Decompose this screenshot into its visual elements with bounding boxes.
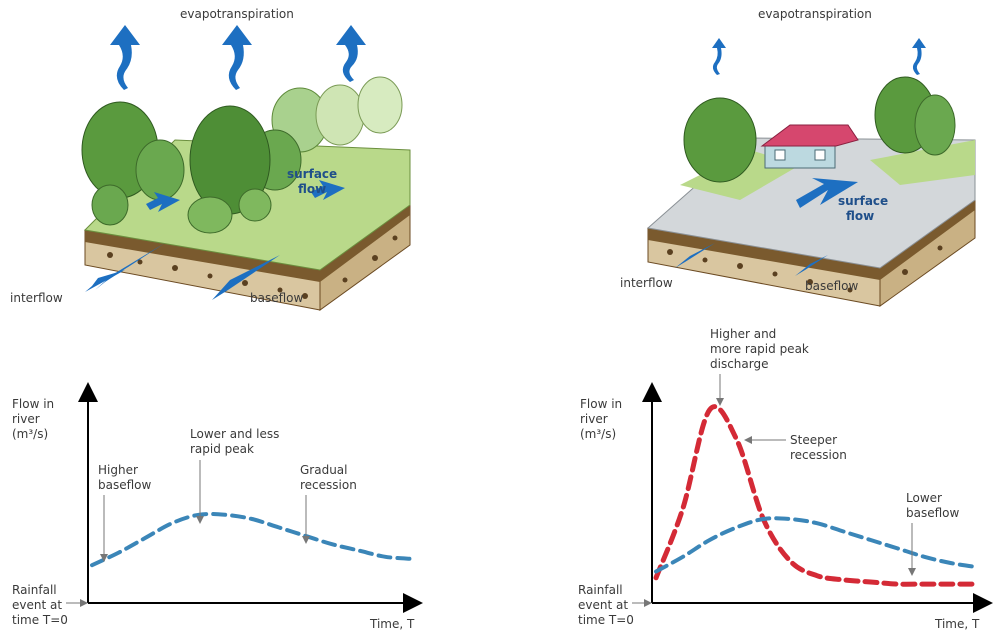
forest-pebbles (107, 235, 398, 299)
surface-flow-arrow-icon (796, 178, 858, 208)
baseflow-arrow-icon (795, 255, 828, 276)
y-axis-label-line-1: Flow in (580, 397, 622, 411)
origin-label-line-1: Rainfall (12, 583, 57, 597)
origin-label-line-2: event at (12, 598, 62, 612)
surface-flow-arrow-icon (311, 180, 345, 200)
evapo-arrow-icon (222, 25, 252, 90)
interflow-arrow-icon (78, 270, 125, 298)
baseflow-arrow-icon (222, 268, 258, 292)
forest-landscape: evapotranspiration surface flow interflo… (10, 7, 411, 311)
urban-soil-band (648, 200, 975, 280)
annotation-higher-baseflow-2: baseflow (98, 478, 152, 492)
flow-label: flow (846, 209, 874, 223)
x-axis-label: Time, T (934, 617, 980, 631)
y-axis-label-line-1: Flow in (12, 397, 54, 411)
forest-subsurface-arrows (78, 243, 280, 300)
urban-landscape: evapotranspiration surface flow interflo… (620, 7, 976, 307)
y-axis-label-line-3: (m³/s) (12, 427, 48, 441)
origin-label-line-3: time T=0 (12, 613, 68, 627)
x-axis-label: Time, T (369, 617, 415, 631)
annotation-gradual-recession-1: Gradual (300, 463, 348, 477)
evapo-label: evapotranspiration (758, 7, 872, 21)
urban-evapo-arrows (712, 38, 926, 75)
evapo-label: evapotranspiration (180, 7, 294, 21)
annotation-lower-baseflow-1: Lower (906, 491, 942, 505)
roof (760, 124, 859, 147)
forest-curves (90, 512, 414, 568)
evapo-arrow-icon (712, 38, 726, 75)
annotation-steeper-recession-2: recession (790, 448, 847, 462)
surface-label: surface (287, 167, 337, 181)
baseflow-label: baseflow (805, 279, 859, 293)
origin-label-line-3: time T=0 (578, 613, 634, 627)
urban-subsurface-arrows (675, 243, 828, 276)
evapo-arrow-icon (912, 38, 926, 75)
annotation-higher-peak-2: more rapid peak (710, 342, 809, 356)
annotation-higher-baseflow-1: Higher (98, 463, 138, 477)
interflow-label: interflow (620, 276, 673, 290)
forest-trees (81, 76, 403, 234)
annotation-steeper-recession-1: Steeper (790, 433, 837, 447)
forest-hydrograph: Flow in river (m³/s) Time, T Rainfall ev… (12, 382, 423, 631)
series-line-forest (90, 512, 414, 568)
origin-label-line-1: Rainfall (578, 583, 623, 597)
series-line-urban (653, 404, 981, 587)
evapo-arrow-icon (110, 25, 140, 90)
flow-label: flow (298, 182, 326, 196)
interflow-arrow-icon (675, 243, 715, 268)
forest-soil-band (85, 205, 410, 282)
evapo-arrow-icon (336, 25, 366, 82)
surface-label: surface (838, 194, 888, 208)
surface-flow-arrow-icon (146, 192, 180, 212)
annotation-lower-peak-1: Lower and less (190, 427, 279, 441)
annotation-higher-peak-3: discharge (710, 357, 768, 371)
annotation-lower-peak-2: rapid peak (190, 442, 254, 456)
urban-curves (653, 404, 981, 587)
y-axis-label-line-2: river (12, 412, 40, 426)
forest-surface-arrows (146, 180, 345, 212)
y-axis-label-line-2: river (580, 412, 608, 426)
annotation-gradual-recession-2: recession (300, 478, 357, 492)
y-axis-label-line-3: (m³/s) (580, 427, 616, 441)
urban-lawn-right (870, 140, 975, 185)
baseflow-arrow-icon (212, 255, 280, 300)
forest-evapo-arrows (110, 25, 366, 90)
baseflow-label: baseflow (250, 291, 304, 305)
annotation-higher-peak-1: Higher and (710, 327, 776, 341)
urban-hydrograph: Flow in river (m³/s) Time, T Rainfall ev… (578, 327, 993, 631)
house (760, 124, 859, 169)
annotation-lower-baseflow-2: baseflow (906, 506, 960, 520)
origin-label-line-2: event at (578, 598, 628, 612)
urban-pebbles (667, 245, 943, 293)
urban-trees (683, 76, 956, 183)
series-line-forest-comparison (654, 516, 980, 574)
interflow-label: interflow (10, 291, 63, 305)
